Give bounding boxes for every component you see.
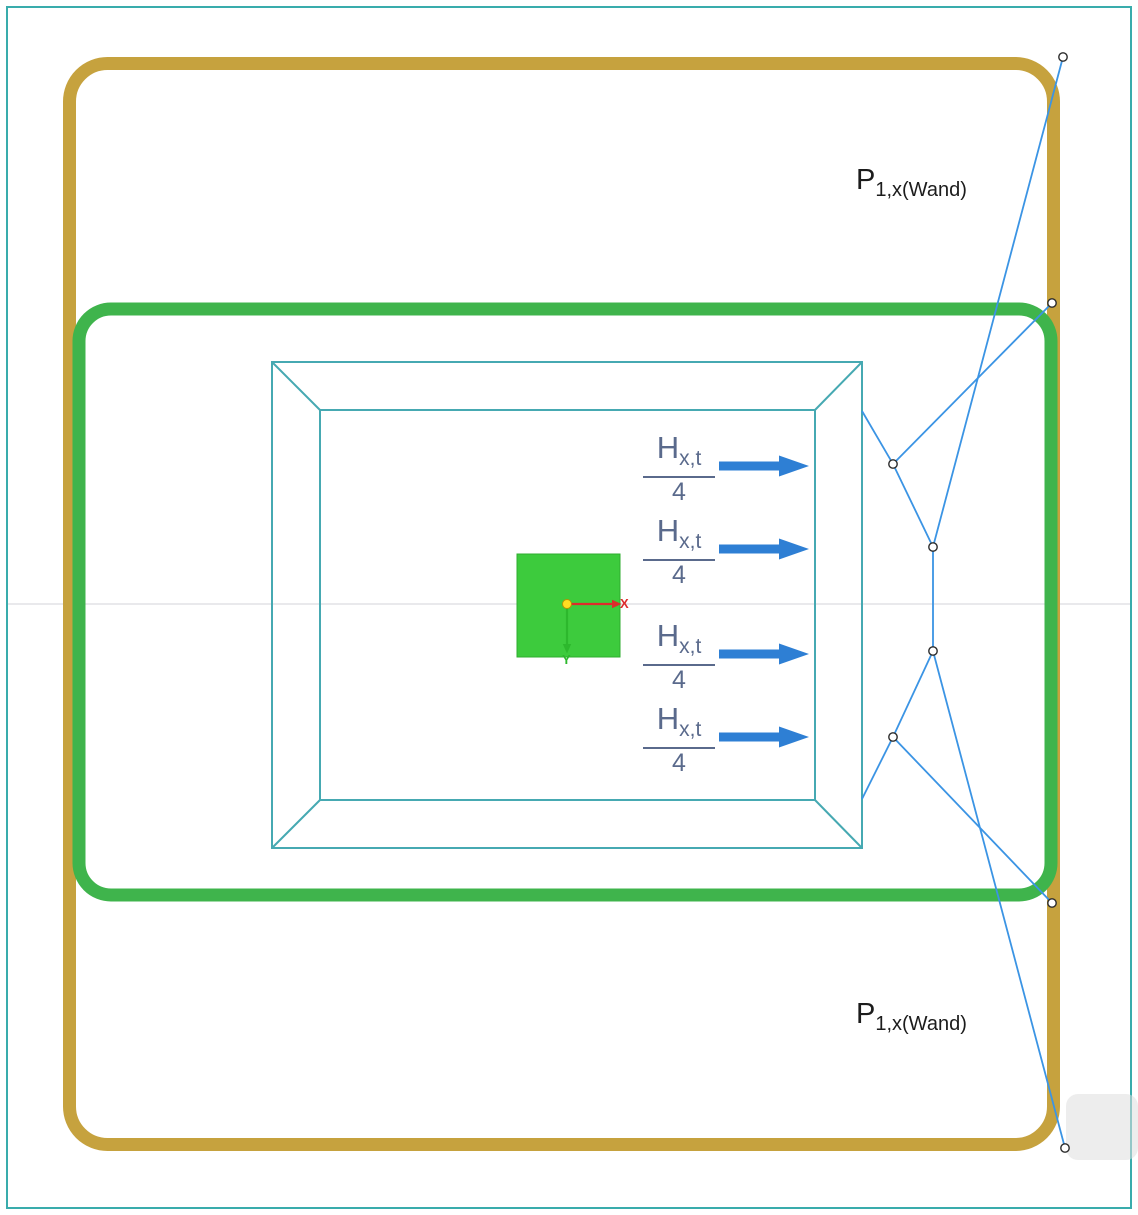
fraction-symbol: H	[656, 513, 680, 548]
fraction-numerator: Hx,t	[643, 513, 715, 562]
load-path-segment	[861, 410, 894, 465]
load-path-nodes	[888, 52, 1070, 1153]
load-path-to-green-top	[892, 302, 1053, 465]
load-path-segment	[892, 650, 934, 738]
tube-chamfer-bottom-left	[271, 799, 321, 849]
load-node	[928, 542, 938, 552]
fraction-denominator: 4	[672, 561, 686, 590]
wall-load-arrows	[719, 455, 809, 748]
load-subscript: 1,x(Wand)	[875, 178, 967, 201]
load-node	[1047, 898, 1057, 908]
load-path-to-bottom-corner	[932, 650, 1066, 1149]
load-arrow-head-icon	[779, 643, 809, 665]
load-arrow-head-icon	[779, 455, 809, 477]
fraction-subscript: x,t	[679, 718, 702, 742]
load-transfer-path	[861, 56, 1066, 1149]
wall-load-fraction-3: Hx,t 4	[643, 619, 715, 694]
load-arrow-head-icon	[779, 538, 809, 560]
load-node	[1058, 52, 1068, 62]
y-axis-arrowhead-icon	[562, 644, 572, 654]
fraction-denominator: 4	[672, 478, 686, 507]
x-axis-label: X	[620, 596, 629, 611]
panel-load-label-top: P1,x(Wand)	[856, 164, 967, 207]
load-arrow-head-icon	[779, 726, 809, 748]
tube-inner-rect	[319, 409, 816, 801]
load-path-to-top-corner	[932, 56, 1064, 548]
render-artifact	[1066, 1094, 1138, 1160]
fraction-denominator: 4	[672, 666, 686, 695]
tube-outer-rect	[271, 361, 863, 849]
fraction-numerator: Hx,t	[643, 430, 715, 479]
load-node	[888, 732, 898, 742]
wall-panel-outline-green	[72, 302, 1058, 902]
wall-load-fraction-2: Hx,t 4	[643, 514, 715, 589]
load-symbol: P	[856, 164, 876, 196]
fraction-numerator: Hx,t	[643, 701, 715, 750]
load-node	[1060, 1143, 1070, 1153]
wall-load-fraction-4: Hx,t 4	[643, 702, 715, 777]
panel-load-label-bottom: P1,x(Wand)	[856, 998, 967, 1041]
load-subscript: 1,x(Wand)	[875, 1012, 967, 1035]
fraction-subscript: x,t	[679, 530, 702, 554]
fraction-numerator: Hx,t	[643, 618, 715, 667]
x-axis-arrowhead-icon	[612, 599, 622, 609]
center-section	[516, 553, 622, 658]
y-axis-label: Y	[562, 652, 571, 667]
tube-frame-outline	[271, 361, 863, 849]
load-path-segment	[892, 463, 934, 548]
load-node	[928, 646, 938, 656]
load-path-segment	[861, 736, 894, 800]
fraction-subscript: x,t	[679, 447, 702, 471]
viewport-border	[6, 6, 1132, 1209]
tube-chamfer-bottom-right	[814, 799, 863, 849]
fraction-symbol: H	[656, 701, 680, 736]
load-path-to-green-bottom	[892, 736, 1053, 904]
load-node	[1047, 298, 1057, 308]
fraction-symbol: H	[656, 430, 680, 465]
tube-chamfer-top-left	[271, 361, 321, 411]
load-symbol: P	[856, 998, 876, 1030]
tube-chamfer-top-right	[814, 361, 863, 411]
fraction-denominator: 4	[672, 749, 686, 778]
wall-load-fraction-1: Hx,t 4	[643, 431, 715, 506]
origin-marker	[562, 599, 572, 609]
load-node	[888, 459, 898, 469]
fraction-symbol: H	[656, 618, 680, 653]
fraction-subscript: x,t	[679, 635, 702, 659]
